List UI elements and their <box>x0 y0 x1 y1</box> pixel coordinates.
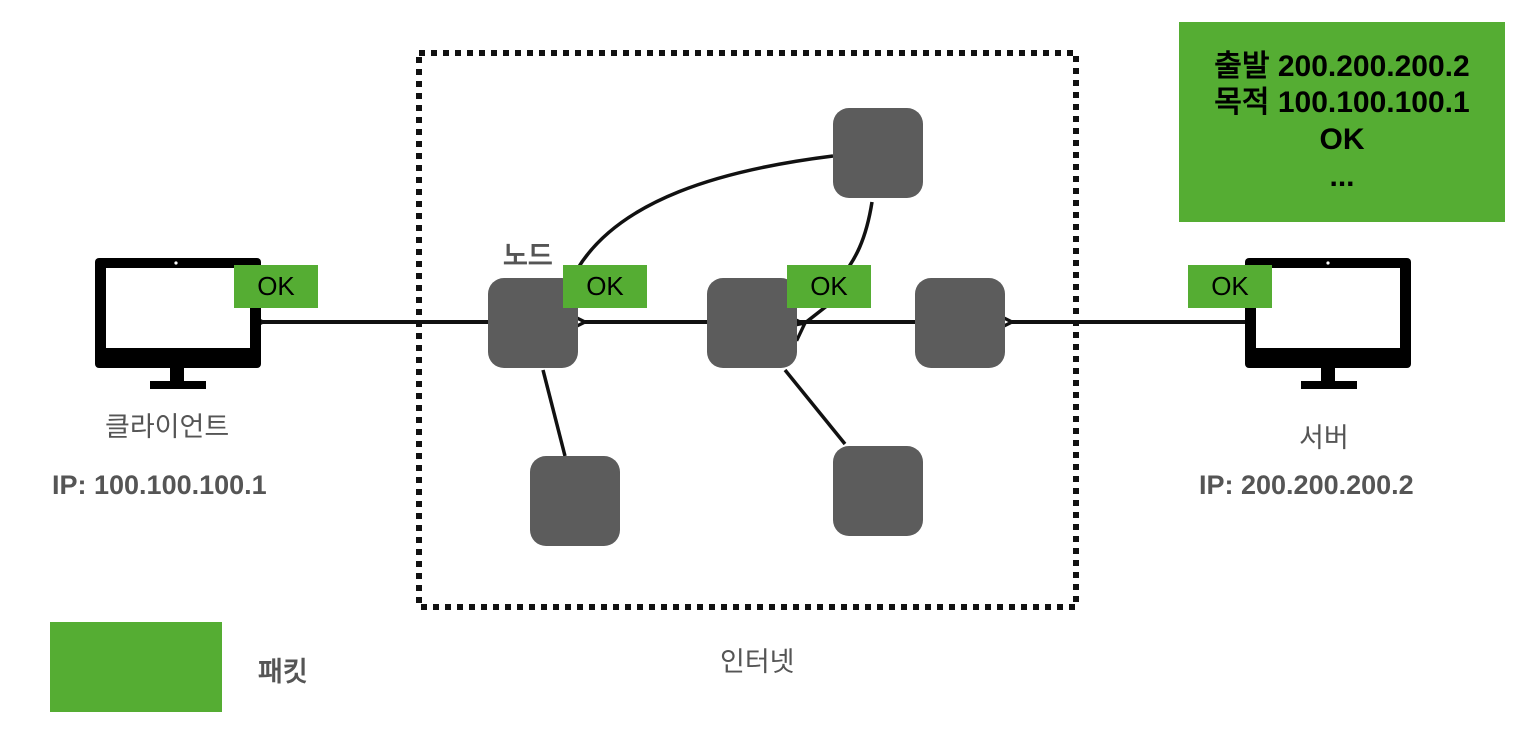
client-name: 클라이언트 <box>105 412 230 442</box>
packet-payload: OK <box>1319 123 1365 156</box>
packet-tag-node2: OK <box>787 265 871 308</box>
packet-tag-server: OK <box>1188 265 1272 308</box>
internet-label: 인터넷 <box>720 647 795 677</box>
server-name: 서버 <box>1299 423 1349 453</box>
packet-tag-client: OK <box>234 265 318 308</box>
server-ip: IP: 200.200.200.2 <box>1199 470 1414 500</box>
client-monitor-icon <box>95 258 261 389</box>
node-top <box>833 108 923 198</box>
link-node1-to-bottom-left <box>541 369 567 457</box>
legend-packet-swatch <box>50 622 222 712</box>
node-1 <box>488 278 578 368</box>
packet-destination: 목적 100.100.100.1 <box>1214 86 1470 120</box>
legend-packet-label: 패킷 <box>258 657 308 687</box>
node-label: 노드 <box>503 241 553 271</box>
node-bottom-left <box>530 456 620 546</box>
packet-header-box: 출발 200.200.200.2 목적 100.100.100.1 OK ... <box>1179 22 1505 222</box>
node-bottom-right <box>833 446 923 536</box>
packet-tag-node1: OK <box>563 265 647 308</box>
packet-more: ... <box>1329 159 1355 193</box>
node-3 <box>915 278 1005 368</box>
node-2 <box>707 278 797 368</box>
link-top-node-to-node1 <box>576 154 834 269</box>
link-node2-to-bottom-right <box>783 368 847 446</box>
internet-boundary <box>416 50 1079 610</box>
server-monitor-icon <box>1245 258 1411 389</box>
packet-source: 출발 200.200.200.2 <box>1214 49 1470 83</box>
client-ip: IP: 100.100.100.1 <box>52 470 267 500</box>
